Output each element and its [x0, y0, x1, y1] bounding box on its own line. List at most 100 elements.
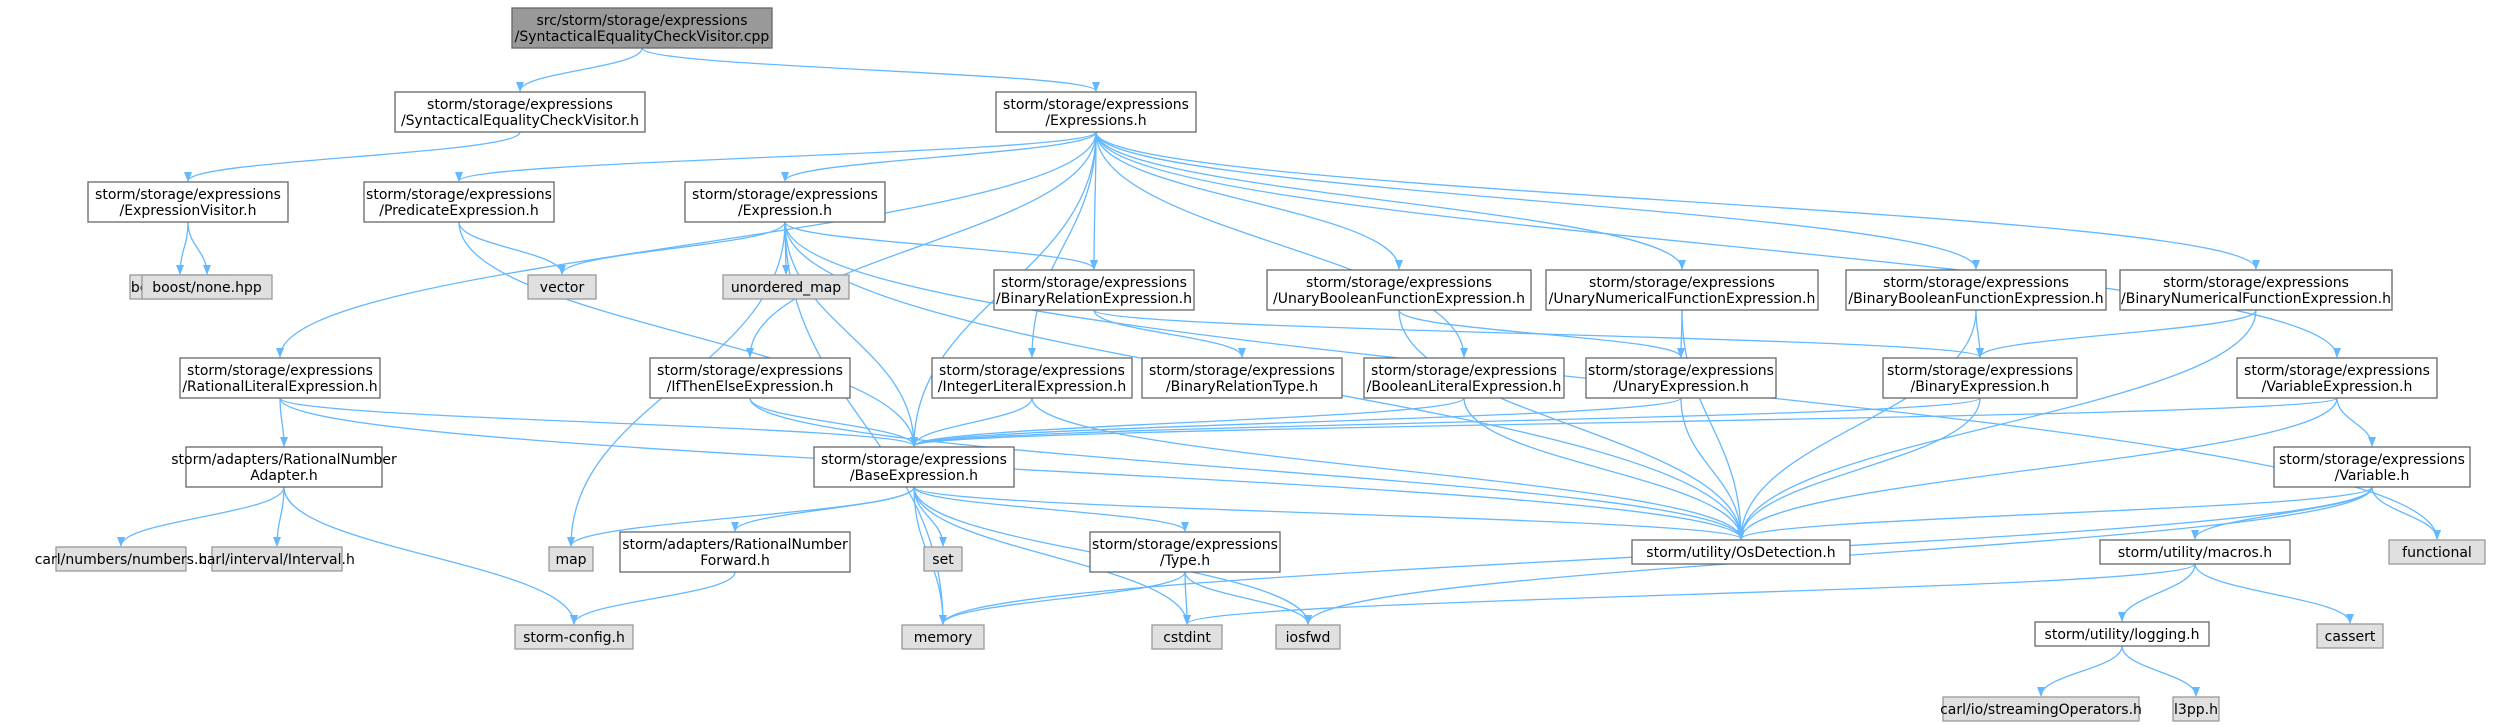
node-unf[interactable]: storm/storage/expressions/UnaryNumerical… [1545, 269, 1819, 311]
node-box [993, 269, 1195, 311]
edge-macros-to-cassert [2194, 563, 2354, 624]
edge-exprs-to-intlit [1028, 131, 1097, 358]
node-boollit[interactable]: storm/storage/expressions/BooleanLiteral… [1363, 357, 1565, 399]
edge-varexp-to-osdet [1737, 397, 2338, 540]
node-intlit[interactable]: storm/storage/expressions/IntegerLiteral… [931, 357, 1133, 399]
node-var[interactable]: storm/storage/expressions/Variable.h [2273, 446, 2471, 488]
edge-exprs-to-varexp [1095, 131, 2341, 358]
node-label: /BinaryRelationExpression.h [996, 291, 1192, 307]
node-cstdint: cstdint [1151, 624, 1223, 650]
node-label: memory [914, 630, 973, 646]
node-label: /Expressions.h [1045, 113, 1146, 129]
node-exprs[interactable]: storm/storage/expressions/Expressions.h [995, 91, 1197, 133]
node-expvis[interactable]: storm/storage/expressions/ExpressionVisi… [87, 181, 289, 223]
node-bbf[interactable]: storm/storage/expressions/BinaryBooleanF… [1845, 269, 2107, 311]
node-label: set [932, 552, 954, 568]
node-label: storm/storage/expressions [1092, 537, 1278, 553]
edge-intlit-to-osdet [1031, 397, 1745, 540]
node-binexp[interactable]: storm/storage/expressions/BinaryExpressi… [1882, 357, 2078, 399]
node-label: storm/storage/expressions [95, 187, 281, 203]
node-logging[interactable]: storm/utility/logging.h [2034, 621, 2210, 647]
edge-expr-to-baseexp [784, 221, 918, 447]
node-label: storm/utility/logging.h [2045, 627, 2200, 643]
node-box [684, 181, 886, 223]
node-varexp[interactable]: storm/storage/expressions/VariableExpres… [2236, 357, 2438, 399]
edge-baseexp-to-osdet [913, 486, 1745, 540]
node-unexp[interactable]: storm/storage/expressions/UnaryExpressio… [1585, 357, 1777, 399]
node-label: storm/adapters/RationalNumber [622, 537, 848, 553]
node-box [87, 181, 289, 223]
edge-ratnum-to-carlnum [117, 486, 285, 547]
node-binrel[interactable]: storm/storage/expressions/BinaryRelation… [993, 269, 1195, 311]
node-carlint: carl/interval/Interval.h [199, 546, 355, 572]
node-box [185, 446, 383, 488]
node-label: storm/storage/expressions [1883, 275, 2069, 291]
node-box [2119, 269, 2393, 311]
node-secvh[interactable]: storm/storage/expressions/SyntacticalEqu… [394, 91, 646, 133]
edge-exprs-to-unf [1095, 131, 1686, 270]
node-binreltype[interactable]: storm/storage/expressions/BinaryRelation… [1141, 357, 1343, 399]
node-box [527, 274, 597, 300]
node-box [511, 7, 773, 49]
node-set: set [923, 546, 963, 572]
node-macros[interactable]: storm/utility/macros.h [2099, 539, 2291, 565]
node-label: map [555, 552, 586, 568]
edge-expr-to-vector [558, 221, 786, 275]
edge-ratnum-to-stormcfg [283, 486, 578, 625]
node-box [55, 546, 187, 572]
node-label: /BinaryExpression.h [1910, 379, 2049, 395]
edge-exprs-to-binrel [1090, 131, 1099, 270]
node-label: cstdint [1163, 630, 1211, 646]
node-functional: functional [2388, 539, 2486, 565]
node-type[interactable]: storm/storage/expressions/Type.h [1089, 531, 1281, 573]
edge-type-to-memory [939, 571, 1186, 625]
node-label: storm/storage/expressions [1887, 363, 2073, 379]
edge-binrel-to-binreltype [1093, 309, 1246, 358]
node-label: /BinaryRelationType.h [1166, 379, 1318, 395]
node-label: /BinaryNumericalFunctionExpression.h [2121, 291, 2391, 307]
node-ratlit[interactable]: storm/storage/expressions/RationalLitera… [179, 357, 381, 399]
edge-exprs-to-predexp [455, 131, 1097, 182]
node-box [2316, 623, 2384, 649]
node-bnf[interactable]: storm/storage/expressions/BinaryNumerica… [2119, 269, 2393, 311]
node-label: cassert [2325, 629, 2376, 645]
node-box [722, 274, 850, 300]
node-carlnum: carl/numbers/numbers.h [35, 546, 207, 572]
edge-bbf-to-binexp [1975, 309, 1984, 358]
node-label: /BaseExpression.h [850, 468, 978, 484]
node-box [649, 357, 851, 399]
node-label: storm/storage/expressions [2244, 363, 2430, 379]
edge-unexp-to-osdet [1680, 397, 1745, 540]
node-label: storm/storage/expressions [366, 187, 552, 203]
node-predexp[interactable]: storm/storage/expressions/PredicateExpre… [363, 181, 555, 223]
node-label: /BooleanLiteralExpression.h [1367, 379, 1562, 395]
node-box [1545, 269, 1819, 311]
node-box [1141, 357, 1343, 399]
edge-exprs-to-boollit [1095, 131, 1468, 358]
edge-ratnum-to-carlint [273, 486, 285, 547]
edge-exprs-to-ratlit [276, 131, 1097, 358]
edge-predexp-to-vector [458, 221, 566, 275]
node-label: storm/storage/expressions [1371, 363, 1557, 379]
node-box [1089, 531, 1281, 573]
node-box [2099, 539, 2291, 565]
edge-predexp-to-baseexp [458, 221, 918, 447]
node-expr[interactable]: storm/storage/expressions/Expression.h [684, 181, 886, 223]
edge-var-to-functional [2371, 486, 2441, 540]
node-l3pp: l3pp.h [2172, 696, 2220, 722]
node-ubf[interactable]: storm/storage/expressions/UnaryBooleanFu… [1266, 269, 1532, 311]
node-box [394, 91, 646, 133]
node-baseexp[interactable]: storm/storage/expressions/BaseExpression… [813, 446, 1015, 488]
edge-exprs-to-ubf [1095, 131, 1403, 270]
node-box [363, 181, 555, 223]
node-box [1266, 269, 1532, 311]
node-ite[interactable]: storm/storage/expressions/IfThenElseExpr… [649, 357, 851, 399]
node-osdet[interactable]: storm/utility/OsDetection.h [1631, 539, 1851, 565]
node-label: Forward.h [700, 553, 770, 569]
edge-var-to-macros [2191, 486, 2373, 540]
edge-binexp-to-baseexp [910, 397, 1981, 447]
node-label: /SyntacticalEqualityCheckVisitor.h [401, 113, 639, 129]
edge-exprs-to-expr [781, 131, 1097, 182]
